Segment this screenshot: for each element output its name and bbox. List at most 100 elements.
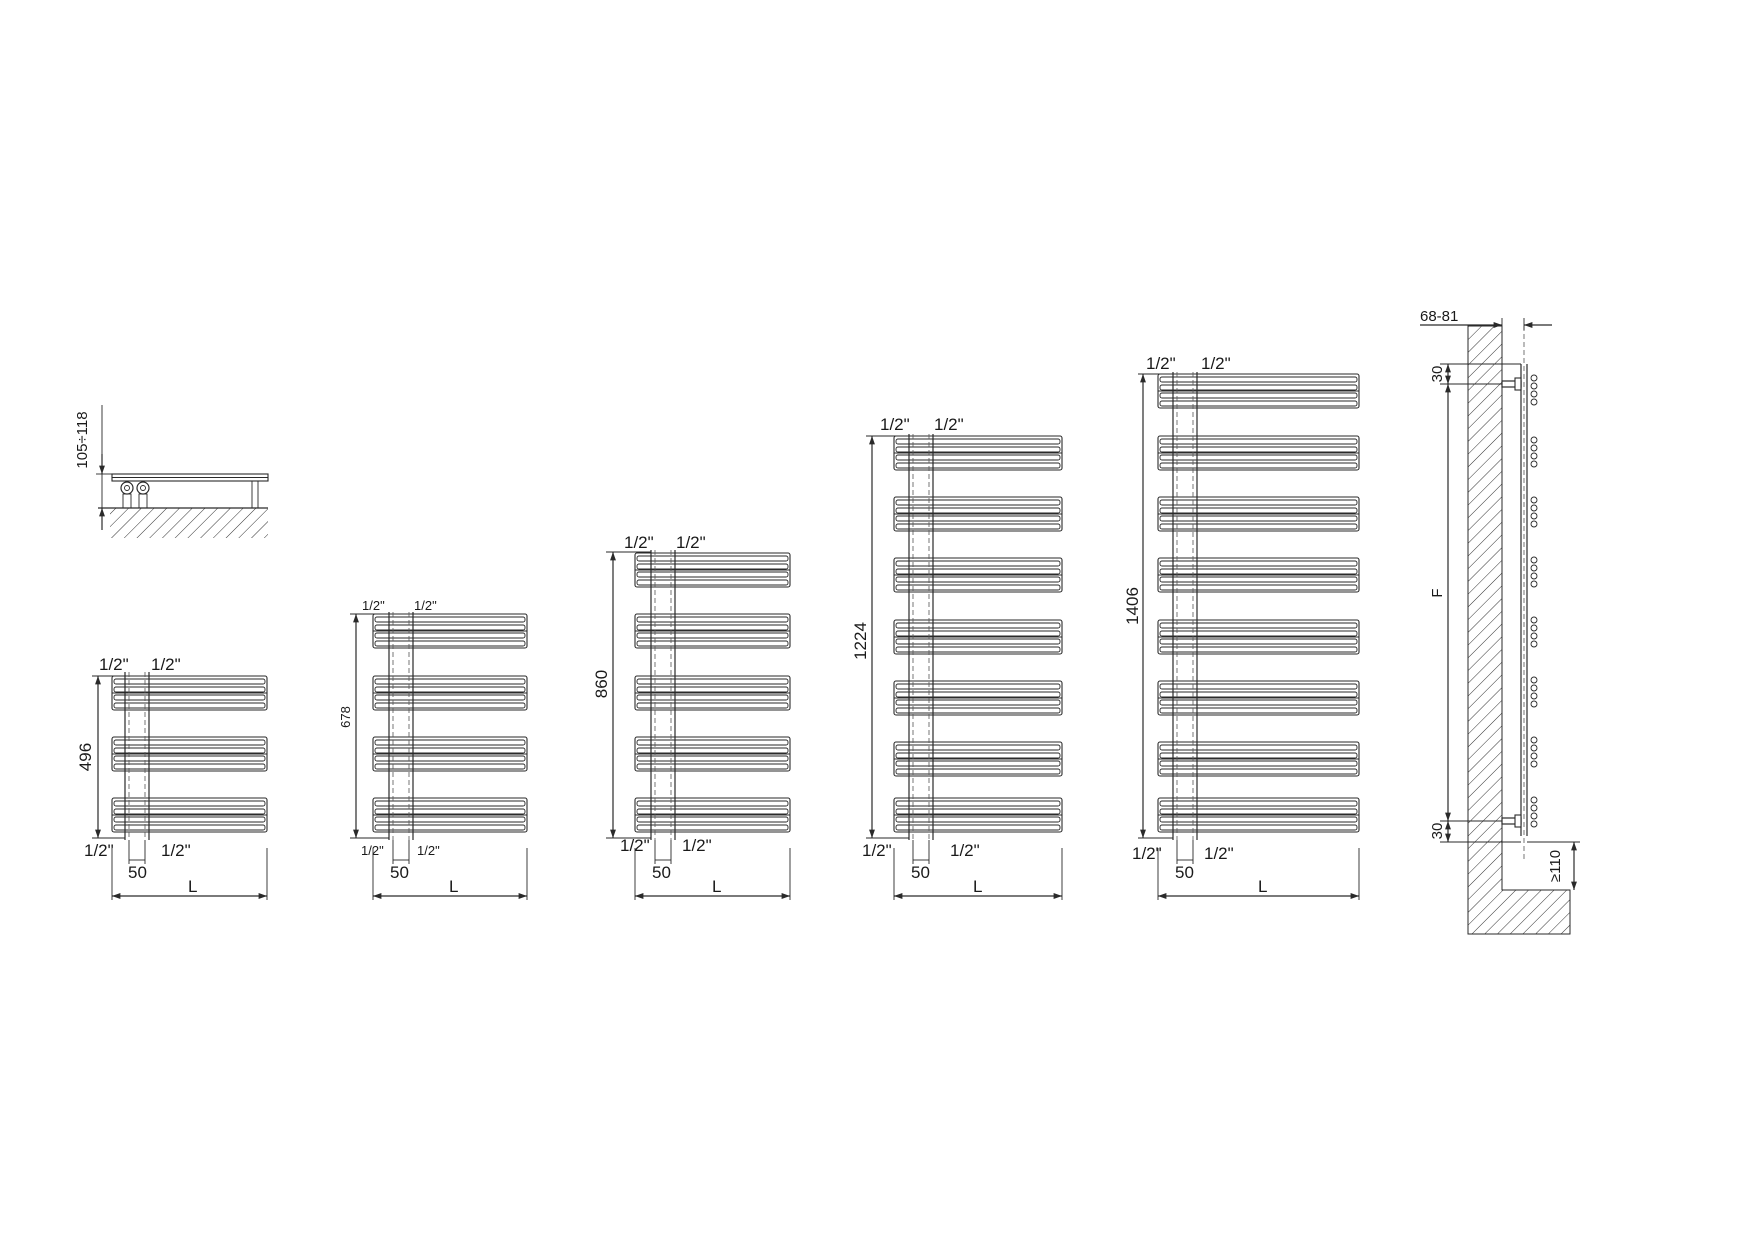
model-678: 678 1/2" 1/2" 1/2" 1/2" 50 L	[338, 598, 528, 900]
model-1406-rail-group	[1157, 496, 1360, 532]
model-1406-length-label: L	[1258, 877, 1267, 896]
model-496-rail-tube	[113, 763, 266, 770]
model-1406-rail-tube	[1159, 454, 1358, 461]
model-496-rail-tube	[113, 702, 266, 709]
model-678-length-label: L	[449, 877, 458, 896]
side-view-rail-tube-section	[1530, 752, 1538, 760]
model-678-rail-tube	[374, 702, 526, 709]
model-860-rail-tube	[636, 694, 789, 701]
model-496-conn-bottom-right: 1/2"	[161, 841, 191, 860]
model-860-rail-tube	[636, 632, 789, 639]
side-view-rail-tube-section	[1530, 640, 1538, 648]
side-view-rail-tube-section	[1530, 820, 1538, 828]
model-1406-rail-tube	[1159, 392, 1358, 399]
model-496-rail-group	[111, 797, 268, 833]
model-860-rail-tube	[636, 616, 789, 623]
model-1406-rail-tube	[1159, 691, 1358, 698]
model-678-rail-group	[372, 675, 528, 711]
side-view-rail-tube-section	[1530, 616, 1538, 624]
model-1406-rail-tube	[1159, 630, 1358, 637]
model-860-conn-bottom-left: 1/2"	[620, 836, 650, 855]
side-view-rail-tube-section	[1530, 556, 1538, 564]
model-496-rail-group	[111, 736, 268, 772]
model-1224-conn-bottom-right: 1/2"	[950, 841, 980, 860]
model-1224-rail-tube	[895, 446, 1061, 453]
model-1224-rail-tube	[895, 560, 1061, 567]
model-1224: 1224 1/2" 1/2" 1/2" 1/2" 50 L	[851, 415, 1063, 900]
model-1224-rail-group	[893, 619, 1063, 655]
model-1224-rail-tube	[895, 683, 1061, 690]
model-1406-conn-top-left: 1/2"	[1146, 354, 1176, 373]
side-view-bottom-offset-label: 30	[1429, 823, 1446, 840]
model-1406-rail-tube	[1159, 808, 1358, 815]
side-view-rail-tube-section	[1530, 572, 1538, 580]
side-view-rail-tube-section	[1530, 580, 1538, 588]
model-860-rail-group	[634, 552, 791, 588]
model-1224-rail-tube	[895, 507, 1061, 514]
top-view-depth-label: 105÷118	[74, 411, 91, 468]
model-1224-rail-tube	[895, 691, 1061, 698]
top-view-pipe-left	[122, 493, 132, 509]
model-678-rail-tube	[374, 808, 526, 815]
model-1224-rail-tube	[895, 638, 1061, 645]
model-496-conn-top-right: 1/2"	[151, 655, 181, 674]
model-1406-rail-tube	[1159, 376, 1358, 383]
model-860-rail-tube	[636, 800, 789, 807]
model-1406-rail-group	[1157, 797, 1360, 833]
model-1406-rail-tube	[1159, 744, 1358, 751]
model-860-rail-tube	[636, 624, 789, 631]
model-1406-rail-tube	[1159, 768, 1358, 775]
model-1224-rail-tube	[895, 630, 1061, 637]
side-view-rail-tube-section	[1530, 684, 1538, 692]
model-496-spacing-label: 50	[128, 863, 147, 882]
model-1406-rail-tube	[1159, 707, 1358, 714]
model-1406-conn-bottom-left: 1/2"	[1132, 844, 1162, 863]
model-1406-rail-tube	[1159, 816, 1358, 823]
model-1224-rail-tube	[895, 808, 1061, 815]
model-1406-rail-groups	[1157, 373, 1360, 833]
model-1224-rail-tube	[895, 515, 1061, 522]
model-1224-rail-tube	[895, 707, 1061, 714]
model-496-height-label: 496	[76, 743, 95, 771]
side-view-rail-tube-section	[1530, 632, 1538, 640]
model-1406-rail-tube	[1159, 523, 1358, 530]
model-1406: 1406 1/2" 1/2" 1/2" 1/2" 50 L	[1123, 354, 1360, 900]
model-678-rail-tube	[374, 694, 526, 701]
model-1224-conn-top-right: 1/2"	[934, 415, 964, 434]
model-1224-rail-tube	[895, 816, 1061, 823]
top-view-pipe-right	[138, 493, 148, 509]
model-1224-rail-tube	[895, 768, 1061, 775]
model-860-rail-tube	[636, 739, 789, 746]
model-678-conn-bottom-right: 1/2"	[417, 843, 440, 858]
model-860-rail-tube	[636, 824, 789, 831]
model-1406-rail-group	[1157, 435, 1360, 471]
model-860-rail-groups	[634, 552, 791, 833]
model-1406-rail-tube	[1159, 438, 1358, 445]
model-678-rail-group	[372, 797, 528, 833]
model-1224-rail-group	[893, 435, 1063, 471]
model-1224-rail-tube	[895, 499, 1061, 506]
model-496-rail-group	[111, 675, 268, 711]
model-678-rail-tube	[374, 755, 526, 762]
model-1406-rail-tube	[1159, 507, 1358, 514]
model-860-rail-tube	[636, 755, 789, 762]
side-view-rail-tube-section	[1530, 460, 1538, 468]
model-496-rail-tube	[113, 800, 266, 807]
side-view-rail-tube-section	[1530, 520, 1538, 528]
model-496-rail-tube	[113, 694, 266, 701]
top-view-valve-left-inner	[124, 485, 130, 491]
model-1406-rail-tube	[1159, 622, 1358, 629]
model-1406-rail-group	[1157, 373, 1360, 409]
model-860-length-label: L	[712, 877, 721, 896]
model-1224-rail-tube	[895, 752, 1061, 759]
model-1406-rail-tube	[1159, 584, 1358, 591]
top-view-floor-hatch	[110, 508, 268, 538]
side-view-rail-tube-section	[1530, 804, 1538, 812]
model-1224-rail-tube	[895, 584, 1061, 591]
model-1406-spacing-label: 50	[1175, 863, 1194, 882]
model-1224-rail-group	[893, 496, 1063, 532]
model-1406-rail-tube	[1159, 462, 1358, 469]
model-1224-rail-tube	[895, 800, 1061, 807]
model-1406-rail-tube	[1159, 576, 1358, 583]
